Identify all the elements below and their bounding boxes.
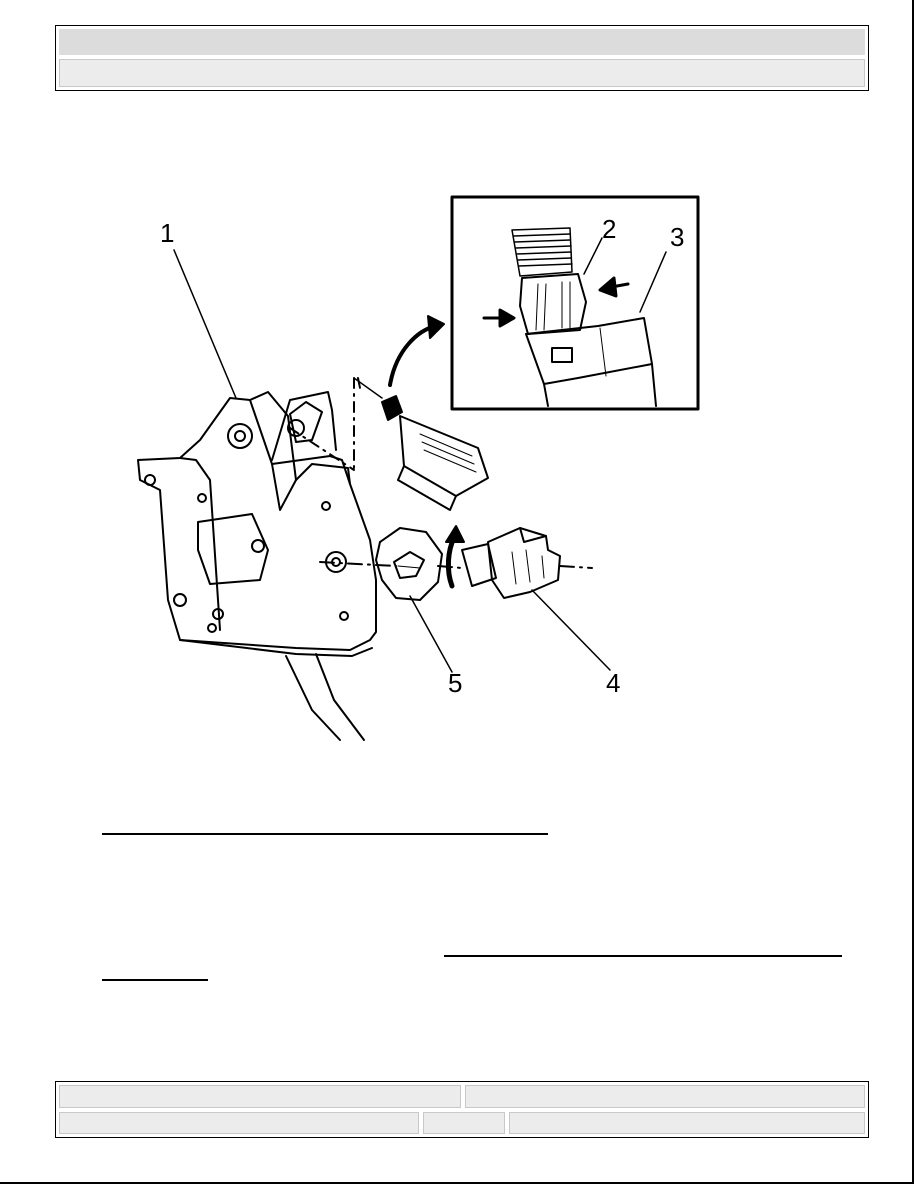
document-footer — [55, 1081, 869, 1138]
footer-cell-bottom-right — [509, 1112, 865, 1134]
switch-retainer — [375, 527, 443, 601]
footer-cell-top-left — [59, 1085, 461, 1108]
inset-switch — [519, 273, 657, 407]
callout-2: 2 — [602, 214, 616, 244]
header-subtitle-bar — [59, 59, 865, 87]
rotation-arrow — [445, 535, 457, 589]
inset-arrow-left — [482, 308, 516, 328]
callout-1: 1 — [160, 218, 174, 248]
callout-4: 4 — [606, 668, 620, 698]
footer-cell-bottom-middle — [423, 1112, 505, 1134]
center-line-upper — [289, 377, 361, 471]
header-title-bar — [59, 29, 865, 55]
link-underline-2[interactable] — [444, 955, 842, 957]
link-underline-1[interactable] — [102, 833, 548, 835]
lower-switch — [461, 527, 561, 599]
service-illustration: 1 2 3 4 5 — [137, 195, 700, 741]
footer-cell-top-right — [465, 1085, 865, 1108]
document-header — [55, 25, 869, 91]
pedal-bracket — [137, 391, 377, 741]
detail-inset-frame — [450, 195, 700, 411]
callout-3: 3 — [670, 222, 684, 252]
inset-cable — [511, 227, 573, 277]
inset-arrow-right — [598, 276, 630, 298]
center-line-lower — [319, 561, 593, 569]
callout-5: 5 — [448, 668, 462, 698]
link-underline-3[interactable] — [102, 979, 208, 981]
upper-switch — [381, 395, 489, 511]
footer-cell-bottom-left — [59, 1112, 419, 1134]
